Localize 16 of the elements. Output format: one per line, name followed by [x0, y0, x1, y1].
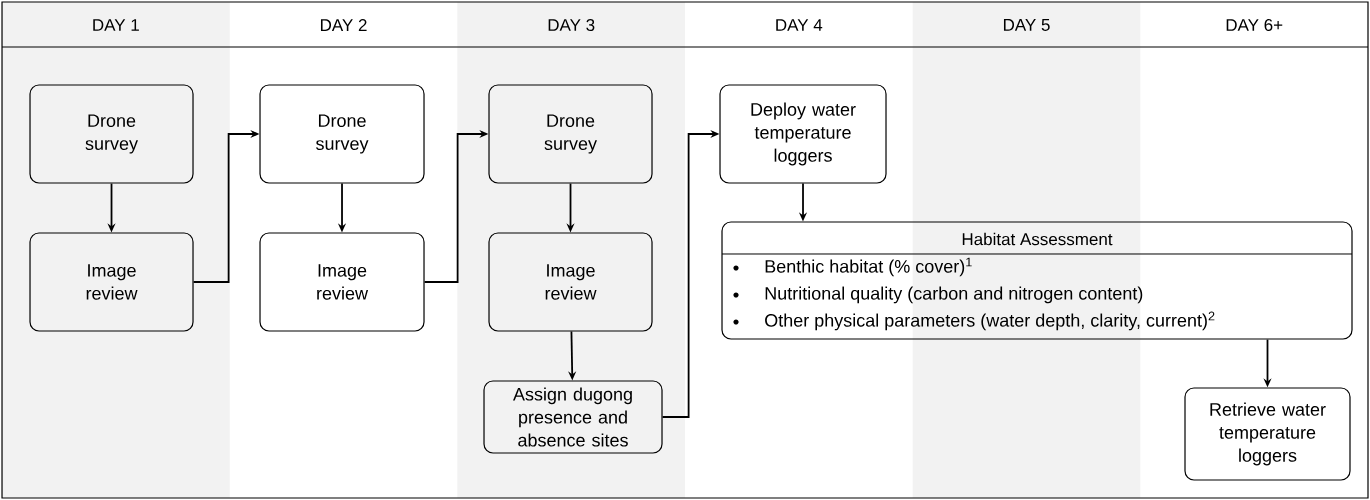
process-box: Image review [29, 232, 194, 332]
process-box: Retrieve water temperature loggers [1184, 387, 1351, 481]
column-header: DAY 4 [776, 19, 823, 31]
process-box: Image review [488, 232, 653, 332]
process-box: Image review [259, 232, 425, 332]
process-box: Deploy water temperature loggers [719, 84, 887, 184]
column-header: DAY 6+ [1226, 19, 1283, 31]
assessment-box: Habitat Assessment Benthic habitat (% cover)$^{1}$ Nutritional quality (carbon and nitrogen content) Other physical parameters (water depth, clarity, current)$^{2}$ [721, 221, 1353, 340]
process-box: Assign dugong presence and absence sites [483, 380, 663, 454]
process-box: Drone survey [259, 84, 425, 184]
column-header: DAY 3 [548, 19, 595, 31]
process-box: Drone survey [488, 84, 653, 184]
process-box: Drone survey [29, 84, 194, 184]
column-header: DAY 1 [93, 19, 139, 31]
column-header: DAY 2 [321, 19, 367, 31]
column-header: DAY 5 [1003, 19, 1050, 31]
